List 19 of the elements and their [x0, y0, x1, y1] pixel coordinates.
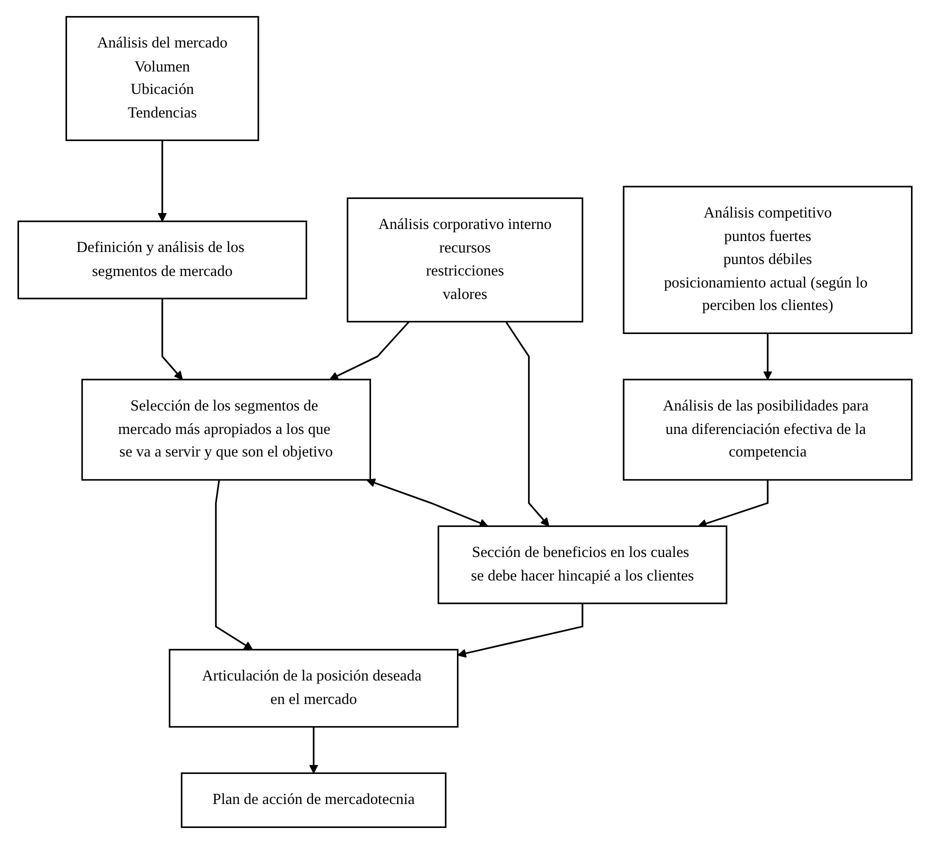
process-box: Sección de beneficios en los cuales se debe hacer hincapié a los clientes: [438, 525, 728, 604]
process-box: Definición y análisis de los segmentos de mercado: [17, 220, 308, 300]
arrow: [366, 478, 488, 528]
process-box: Análisis competitivo puntos fuertes puntos débiles posicionamiento actual (según lo perciben los clientes): [622, 186, 913, 334]
arrow: [309, 726, 318, 774]
arrow: [329, 321, 410, 380]
process-box: Análisis de las posibilidades para una diferenciación efectiva de la competencia: [622, 378, 913, 481]
process-box: Selección de los segmentos de mercado más apropiados a los que se va a servir y que son el objetivo: [81, 378, 372, 481]
process-box: Plan de acción de mercadotecnia: [180, 772, 446, 828]
arrow: [698, 480, 769, 528]
arrow: [457, 603, 584, 658]
arrow: [158, 140, 167, 222]
arrow: [763, 333, 772, 380]
arrow: [161, 298, 183, 380]
process-box: Articulación de la posición deseada en el mercado: [168, 648, 458, 728]
arrow: [505, 321, 550, 527]
process-box: Análisis del mercado Volumen Ubicación Tendencias: [66, 16, 260, 142]
process-box: Análisis corporativo interno recursos restricciones valores: [346, 197, 584, 322]
arrow: [215, 480, 253, 650]
